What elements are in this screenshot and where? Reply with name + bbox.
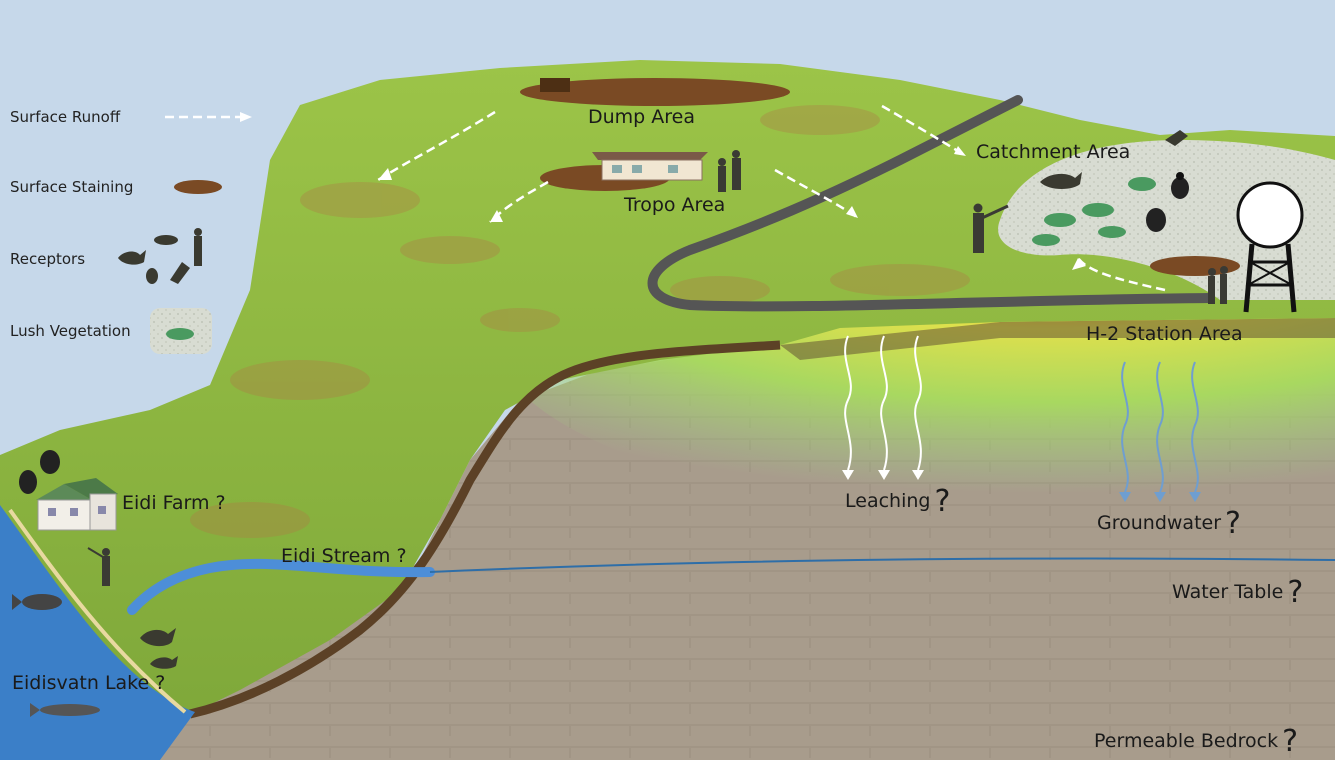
water-tower xyxy=(1236,181,1304,313)
water-table-question-mark: ? xyxy=(1287,575,1304,610)
dump-area-stain xyxy=(520,78,790,106)
dump-debris xyxy=(540,78,570,92)
water-table-line xyxy=(429,557,1335,573)
label-eidi-farm: Eidi Farm ? xyxy=(122,492,226,514)
leaching-arrowheads xyxy=(842,470,924,480)
birds xyxy=(140,130,1188,669)
groundwater-arrows xyxy=(1121,361,1199,493)
label-groundwater: Groundwater? xyxy=(1097,506,1241,541)
label-water-table: Water Table? xyxy=(1172,575,1303,610)
lake-shore xyxy=(8,508,187,714)
water-table-text: Water Table xyxy=(1172,581,1284,603)
label-dump-area: Dump Area xyxy=(588,106,696,128)
eidi-farm-house xyxy=(36,478,118,531)
vegetation-clumps xyxy=(1032,177,1156,246)
label-eidi-stream: Eidi Stream ? xyxy=(281,545,407,567)
label-permeable-bedrock: Permeable Bedrock? xyxy=(1094,724,1298,759)
groundwater-question-mark: ? xyxy=(1225,506,1241,541)
soil-edge xyxy=(780,318,1335,360)
eidi-stream xyxy=(127,558,435,615)
label-catchment-area: Catchment Area xyxy=(976,141,1131,163)
label-eidisvatn-lake: Eidisvatn Lake ? xyxy=(12,672,166,694)
bedrock-question-mark: ? xyxy=(1282,724,1299,759)
bedrock-text: Permeable Bedrock xyxy=(1094,730,1279,752)
groundwater-arrowheads xyxy=(1119,492,1201,502)
tropo-building xyxy=(592,152,708,181)
leaching-text: Leaching xyxy=(845,490,931,512)
legend-symbols xyxy=(118,112,252,354)
leaching-arrows xyxy=(844,335,922,471)
road xyxy=(647,95,1215,312)
h2-area-stain xyxy=(1150,256,1240,276)
hill-soil-edge xyxy=(188,340,781,719)
receptor-people xyxy=(87,150,1228,586)
label-leaching: Leaching? xyxy=(845,484,950,519)
label-h2-station-area: H-2 Station Area xyxy=(1086,323,1243,345)
runoff-arrowheads xyxy=(378,146,1086,270)
grass-patches xyxy=(190,105,970,538)
legend-receptors: Receptors xyxy=(10,250,86,268)
leaching-question-mark: ? xyxy=(934,484,951,519)
legend-surface-staining: Surface Staining xyxy=(10,178,134,196)
sheep xyxy=(19,172,1189,494)
legend-lush-vegetation: Lush Vegetation xyxy=(10,322,131,340)
eidisvatn-lake xyxy=(0,505,195,760)
groundwater-text: Groundwater xyxy=(1097,512,1222,534)
label-tropo-area: Tropo Area xyxy=(624,194,726,216)
fish xyxy=(12,594,100,717)
legend-surface-runoff: Surface Runoff xyxy=(10,108,121,126)
